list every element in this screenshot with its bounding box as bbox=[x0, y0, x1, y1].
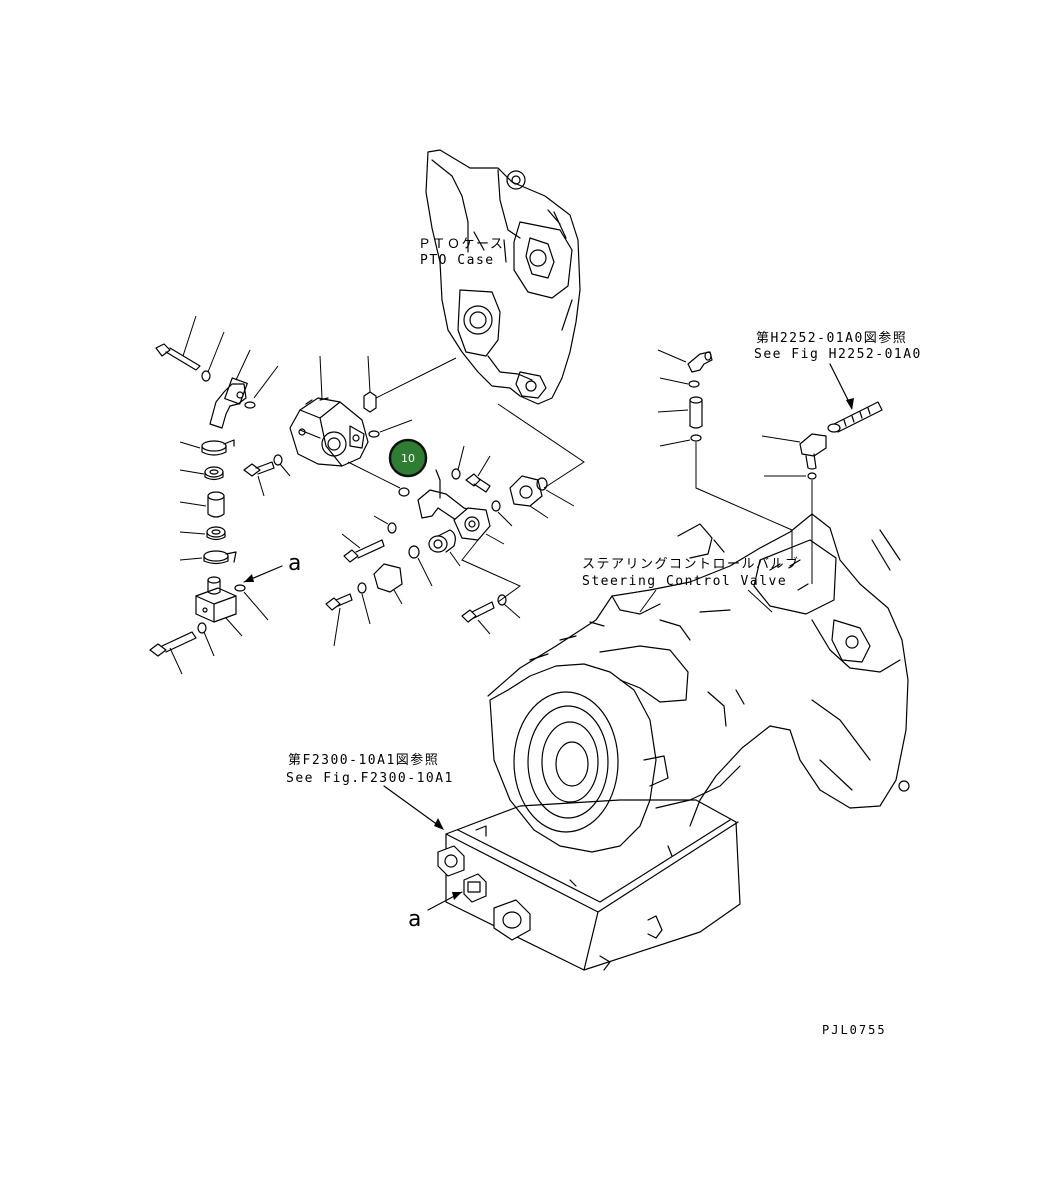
leader-steering-2 bbox=[747, 589, 773, 613]
o-ring-center-2 bbox=[491, 500, 513, 527]
pto-case-drawing bbox=[425, 149, 581, 405]
hose-elbow bbox=[209, 349, 251, 429]
label-pto-case-jp: ＰＴＯケース bbox=[418, 237, 504, 252]
o-ring-center-3 bbox=[408, 545, 433, 587]
arrow-a-bottom bbox=[427, 891, 463, 911]
pipe-fitting bbox=[657, 396, 703, 429]
ref-arrow-h2252 bbox=[829, 363, 854, 410]
callout-10-number: 10 bbox=[401, 452, 415, 465]
hose-clamp-1 bbox=[179, 439, 235, 456]
pump-washer bbox=[273, 454, 291, 477]
washer-cover bbox=[357, 582, 371, 625]
washer-center-2 bbox=[373, 515, 397, 534]
bush bbox=[428, 529, 461, 567]
o-ring-left-2 bbox=[234, 584, 269, 621]
pump-bolt bbox=[243, 461, 275, 497]
hose-clamp-2 bbox=[179, 466, 224, 481]
pto-key bbox=[363, 355, 457, 413]
drawing-code: PJL0755 bbox=[822, 1023, 887, 1037]
o-ring-callout bbox=[347, 461, 410, 497]
cover-plate bbox=[373, 563, 403, 605]
washer-center bbox=[451, 445, 465, 480]
o-ring-fit-2 bbox=[659, 434, 793, 560]
bolt-center-2 bbox=[341, 533, 385, 563]
o-ring-fit-3 bbox=[764, 472, 817, 584]
label-ref-h2252-jp: 第H2252-01A0図参照 bbox=[756, 330, 907, 346]
o-ring-left-1 bbox=[244, 365, 279, 409]
elbow-fitting bbox=[657, 349, 713, 373]
arrow-a-left bbox=[243, 565, 283, 583]
washer-small-2 bbox=[197, 622, 215, 657]
label-steering-en: Steering Control Valve bbox=[582, 574, 787, 589]
label-arrow-a-1: a bbox=[288, 551, 301, 576]
label-ref-f2300-jp: 第F2300-10A1図参照 bbox=[288, 752, 439, 768]
o-ring-fit-1 bbox=[659, 377, 700, 388]
callout-10-circle[interactable] bbox=[388, 438, 428, 478]
label-ref-f2300-en: See Fig.F2300-10A1 bbox=[286, 771, 454, 786]
connector-block bbox=[195, 576, 243, 637]
flange-right bbox=[509, 475, 549, 519]
pump-assembly bbox=[289, 355, 369, 467]
label-arrow-a-2: a bbox=[408, 907, 421, 932]
pump-o-ring bbox=[368, 419, 413, 438]
label-steering-jp: ステアリングコントロールバルブ bbox=[582, 556, 800, 572]
long-bolt bbox=[155, 315, 201, 371]
washer-small-1 bbox=[201, 331, 225, 382]
label-pto-case-en: PTO Case bbox=[420, 253, 495, 268]
transmission-body bbox=[487, 513, 910, 853]
bolt-bottom bbox=[461, 601, 495, 635]
hose-connector bbox=[827, 401, 883, 433]
hose-clamp-4 bbox=[179, 550, 237, 565]
ref-arrow-f2300 bbox=[383, 785, 444, 830]
tee-fitting bbox=[761, 433, 827, 470]
bolt-cover bbox=[325, 593, 353, 647]
leader-flange-bolt bbox=[461, 539, 521, 603]
oil-pan bbox=[437, 799, 741, 971]
bolt-center bbox=[465, 455, 491, 493]
callout-10[interactable]: 10 bbox=[388, 438, 428, 478]
flange-left bbox=[453, 507, 505, 545]
label-ref-h2252-en: See Fig H2252-01A0 bbox=[754, 347, 922, 362]
washer-bottom bbox=[497, 594, 521, 619]
hose-sleeve bbox=[179, 491, 225, 518]
hose-clamp-3 bbox=[179, 526, 226, 541]
leader-case-flange bbox=[497, 403, 585, 489]
o-ring-right bbox=[536, 477, 575, 507]
long-bolt-bottom bbox=[149, 631, 197, 675]
leader-steering-1 bbox=[639, 589, 657, 613]
